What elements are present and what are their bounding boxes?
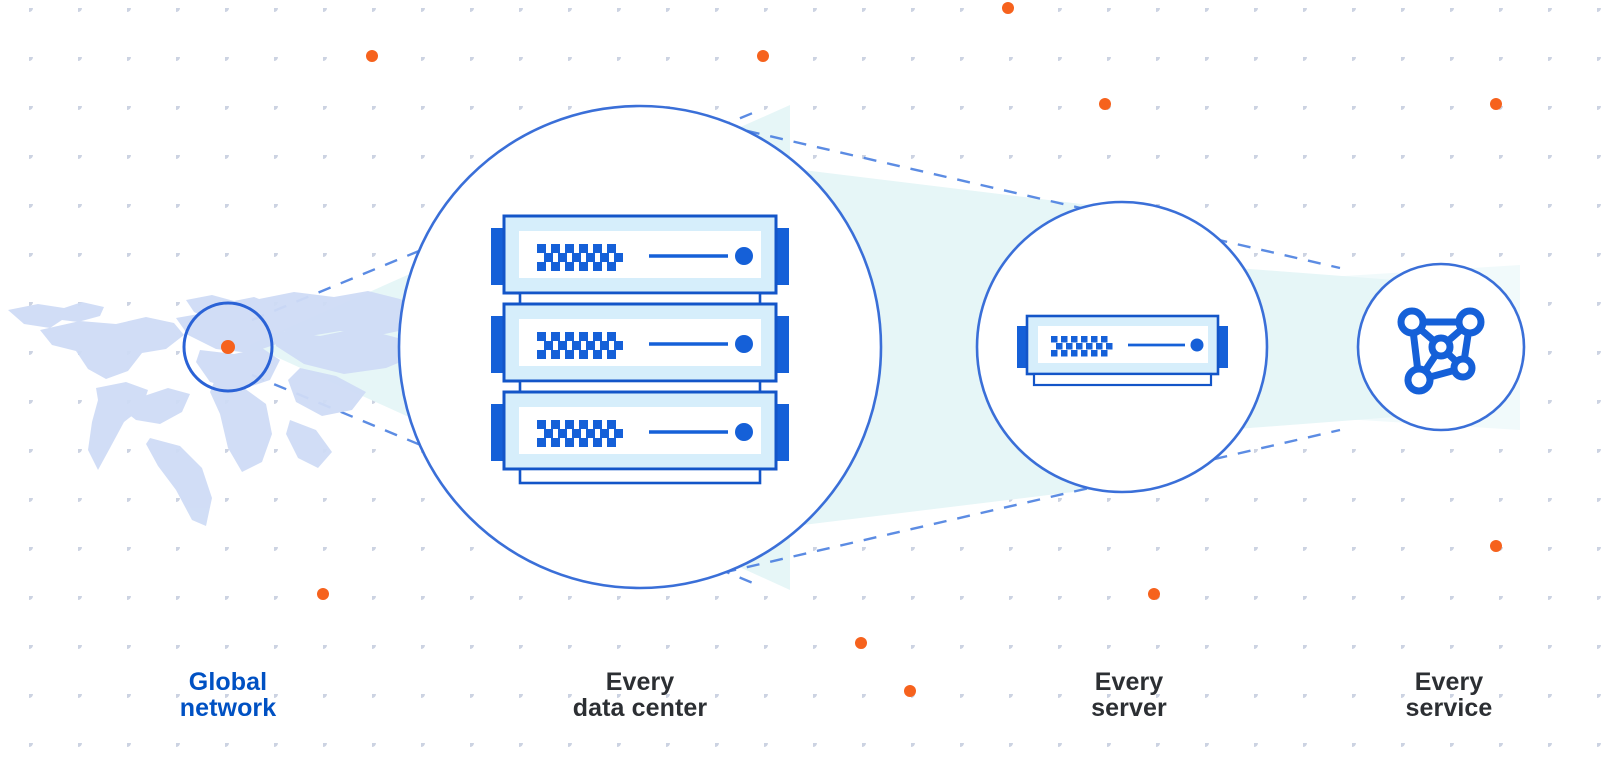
accent-dots bbox=[317, 2, 1502, 697]
world-map bbox=[8, 291, 428, 526]
single-server-illustration bbox=[1017, 314, 1228, 387]
global-network-circle bbox=[182, 301, 274, 393]
stage-label-data-center: Every data center bbox=[572, 668, 708, 723]
global-network-marker-icon bbox=[221, 340, 235, 354]
server-rack-illustration bbox=[491, 214, 789, 485]
server-unit bbox=[491, 302, 789, 383]
stage-label-service: Every service bbox=[1405, 668, 1493, 723]
stage-label-server: Every server bbox=[1091, 668, 1167, 723]
server-unit bbox=[491, 214, 789, 295]
network-mesh-nodes bbox=[1397, 307, 1485, 395]
stage-label-global-network: Global network bbox=[179, 668, 277, 723]
server-unit bbox=[491, 390, 789, 471]
